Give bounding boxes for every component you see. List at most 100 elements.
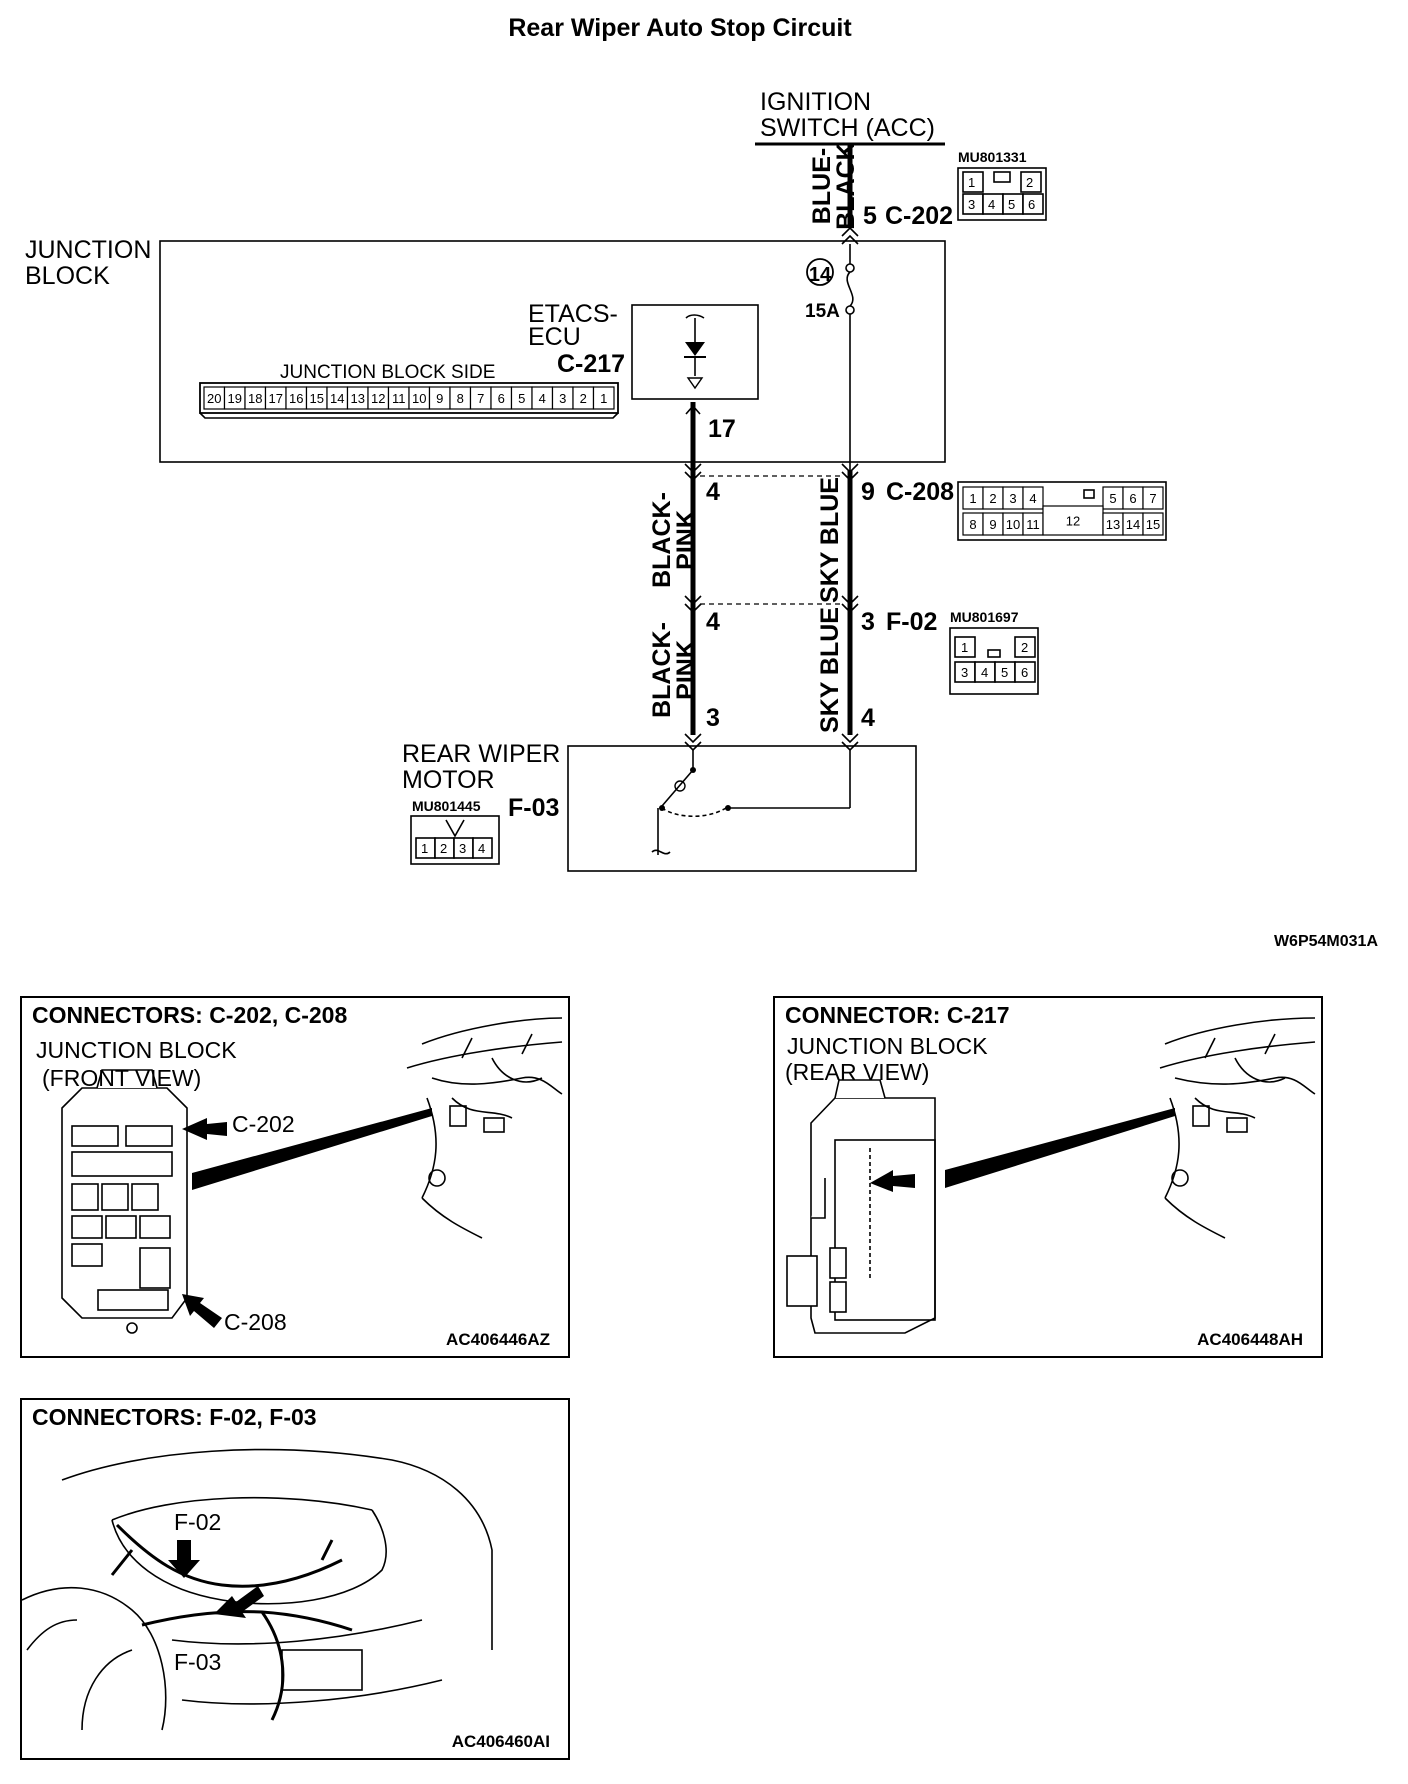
junction-block-side-pin: 2 [580,391,587,406]
svg-text:4: 4 [988,197,995,212]
c208-pin: 10 [1006,517,1020,532]
zoom-wedge [192,1108,432,1190]
c208-pin: 12 [1066,514,1080,529]
etacs-label-2: ECU [528,323,581,351]
panel-c217-subtitle-1: JUNCTION BLOCK [787,1033,988,1059]
junction-block-side-pin: 13 [351,391,365,406]
junction-block-label-1: JUNCTION [25,236,151,264]
junction-block-side-pin: 15 [310,391,324,406]
figure-code: W6P54M031A [1274,933,1378,950]
motor-switch-icon [651,750,851,855]
junction-block-side-pin: 8 [457,391,464,406]
callout-f02-label: F-02 [174,1509,222,1535]
panel-c202-c208-subtitle-1: JUNCTION BLOCK [36,1037,237,1063]
svg-text:4: 4 [478,841,485,856]
etacs-label-1: ETACS- [528,300,618,328]
junction-block-box [159,240,946,463]
callout-arrow-f02 [168,1540,200,1578]
etacs-ecu-box [631,304,759,400]
junction-block-rear-view [786,1079,936,1334]
svg-text:1: 1 [961,640,968,655]
f02-part-number: MU801697 [950,609,1019,625]
c208-pin: 7 [1149,491,1156,506]
c202-pin-face: 1 2 3 4 5 6 [957,167,1047,221]
panel-connectors-f02-f03: CONNECTORS: F-02, F-03 F-02 F-03 AC40646… [20,1398,570,1760]
junction-block-side-pin: 9 [436,391,443,406]
c208-pin: 2 [989,491,996,506]
motor-name: F-03 [508,794,559,822]
junction-block-side-pin: 14 [330,391,344,406]
junction-block-side-pin: 7 [477,391,484,406]
junction-block-side-pin-cell [592,386,615,410]
motor-left-mark [684,733,702,752]
junction-block-side-label: JUNCTION BLOCK SIDE [280,362,495,383]
callout-arrow-c208 [182,1294,222,1328]
f02-pin-right: 3 [861,608,875,636]
junction-block-front-view [61,1069,188,1334]
svg-text:2: 2 [1021,640,1028,655]
fuse-number-circle [806,258,834,286]
svg-text:SKY BLUE: SKY BLUE [816,607,844,733]
fuse-element [846,271,854,307]
panel-connectors-c202-c208: CONNECTORS: C-202, C-208 JUNCTION BLOCK … [20,996,570,1358]
etacs-pin-arrow [685,404,701,415]
c208-pin-left: 4 [706,478,720,506]
wire-top-color: BLUE- BLACK [808,142,860,230]
wiring-diagram: IGNITION SWITCH (ACC) BLUE- BLACK 5 C-20… [25,88,1378,950]
callout-arrow-f03 [214,1586,264,1618]
dashboard-harness-illustration [406,1017,563,1239]
junction-block-label-2: BLOCK [25,262,110,290]
wire-left-color-lower-2: PINK [672,640,700,700]
wire-right-color-lower: SKY BLUE [816,607,844,733]
f02-pin-face: 1 2 3 4 5 6 [949,627,1039,695]
wire-left-color-lower-1: BLACK- [648,622,676,718]
c208-pin: 3 [1009,491,1016,506]
c208-pin: 6 [1129,491,1136,506]
panel-c202-c208-subtitle-2: (FRONT VIEW) [42,1065,202,1091]
c208-pin: 13 [1106,517,1120,532]
callout-arrow-c202 [182,1118,227,1140]
junction-block-side-pin: 11 [392,391,406,406]
c208-right-mark [841,463,859,482]
junction-block-side-pin: 17 [269,391,283,406]
junction-block-side-pin: 20 [207,391,221,406]
panel-c202-c208-code: AC406446AZ [446,1330,550,1349]
motor-pin-face: 1 2 3 4 [410,815,500,865]
junction-block-side-pin: 19 [228,391,242,406]
panel-f02-f03-title: CONNECTORS: F-02, F-03 [32,1404,317,1430]
svg-text:SKY BLUE: SKY BLUE [816,477,844,603]
fuse-number: 14 [809,264,832,286]
wire-left-color-upper-2: PINK [672,510,700,570]
fuse-terminal-top [845,263,855,273]
wire-left-color-lower: BLACK- PINK [648,622,700,718]
c208-pin-cell [1022,486,1044,510]
etacs-connector: C-217 [557,350,625,378]
c208-pin: 15 [1146,517,1160,532]
callout-c208-label: C-208 [224,1309,287,1335]
svg-text:3: 3 [968,197,975,212]
panel-c217-code: AC406448AH [1197,1330,1303,1349]
fuse-rating: 15A [805,301,840,322]
c202-part-number: MU801331 [958,149,1027,165]
ignition-switch-label-1: IGNITION [760,88,871,116]
wire-right-color-upper: SKY BLUE [816,477,844,603]
c208-pin-right: 9 [861,478,875,506]
svg-text:1: 1 [421,841,428,856]
c208-pin: 8 [969,517,976,532]
c208-pin: 4 [1029,491,1036,506]
svg-text:2: 2 [440,841,447,856]
rear-hatch-illustration [22,1448,493,1731]
c208-pin: 9 [989,517,996,532]
motor-pin-right: 4 [861,704,875,732]
svg-text:2: 2 [1026,175,1033,190]
c208-pin: 11 [1026,517,1040,532]
f02-name: F-02 [886,608,937,636]
f02-right-mark [841,595,859,614]
c208-pin-cell [1142,486,1164,510]
motor-label-1: REAR WIPER [402,740,560,768]
junction-block-rear-illustration [786,1017,1316,1334]
junction-block-side-pin: 12 [371,391,385,406]
c208-pin: 1 [969,491,976,506]
page-title: Rear Wiper Auto Stop Circuit [508,14,852,42]
